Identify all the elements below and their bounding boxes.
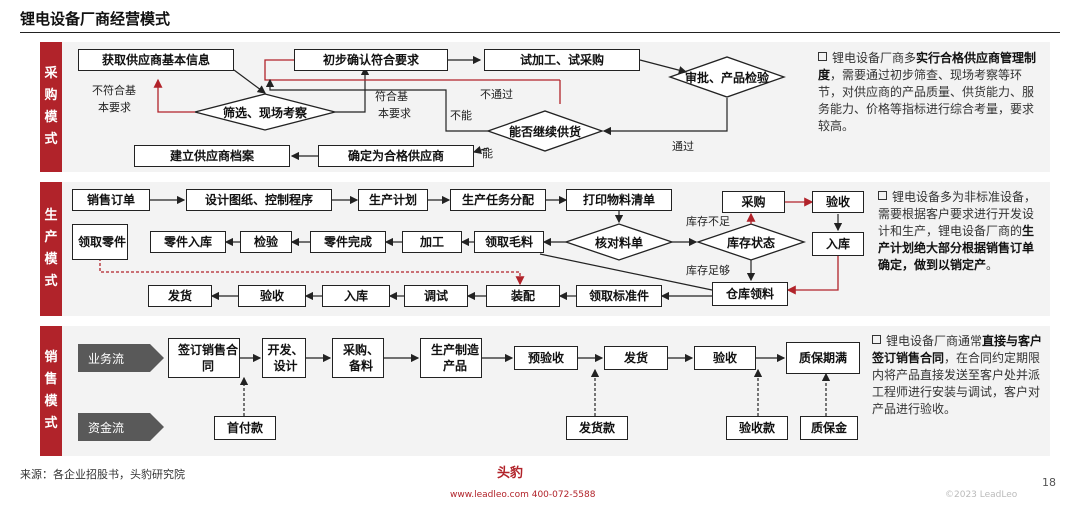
capital-flow-label: 资金流: [78, 413, 150, 441]
label-not-pass: 不通过: [480, 88, 513, 101]
box-first-payment: 首付款: [214, 416, 276, 440]
side-char: 售: [44, 372, 58, 387]
leadleo-logo: 头豹: [497, 466, 524, 481]
box-get-supplier-info: 获取供应商基本信息: [78, 49, 234, 71]
side-char: 式: [44, 274, 58, 289]
capital-flow-arrow-tip: [150, 413, 164, 441]
box-inspect: 验收: [812, 191, 864, 213]
note-text: ，需要通过初步筛查、现场考察等环节，对供应商的产品质量、供货能力、服务能力、价格…: [818, 68, 1035, 133]
bullet-icon: [878, 191, 887, 200]
box-parts-in: 零件入库: [150, 231, 226, 253]
bullet-icon: [872, 335, 881, 344]
label-meet-basic-1: 符合基: [375, 90, 408, 103]
note-text: 锂电设备多为非标准设备，需要根据客户要求进行开发设计和生产，锂电设备厂商的: [878, 190, 1037, 238]
business-flow-arrow-tip: [150, 344, 164, 372]
box-trial-purchase: 试加工、试采购: [484, 49, 640, 71]
side-char: 生: [44, 208, 58, 223]
business-flow-label: 业务流: [78, 344, 150, 372]
side-char: 购: [44, 88, 58, 103]
box-confirm-requirements: 初步确认符合要求: [294, 49, 448, 71]
box-produce: 生产制造产品: [420, 338, 482, 378]
box-warehouse: 入库: [322, 285, 390, 307]
box-accept-payment: 验收款: [726, 416, 788, 440]
box-accept: 验收: [238, 285, 306, 307]
note-bold: 直接与客户签订销售合同: [872, 334, 1043, 365]
side-char: 式: [44, 416, 58, 431]
box-production-plan: 生产计划: [358, 189, 428, 211]
box-get-standard: 领取标准件: [576, 285, 662, 307]
label-stock-enough: 库存足够: [686, 264, 730, 277]
box-check: 检验: [240, 231, 292, 253]
box-get-raw: 领取毛料: [474, 231, 544, 253]
box-sales-order: 销售订单: [72, 189, 150, 211]
diamond-continue: [486, 110, 604, 152]
label-stock-short: 库存不足: [686, 215, 730, 228]
box-qualified-supplier: 确定为合格供应商: [318, 145, 474, 167]
box-debug: 调试: [404, 285, 468, 307]
box-get-parts: 领取零件: [72, 224, 128, 260]
source-note: 来源：各企业招股书，头豹研究院: [20, 468, 185, 481]
box-sales-accept: 验收: [694, 346, 756, 370]
sales-side-label: 销 售 模 式: [40, 326, 62, 456]
note-bold: 实行合格供应商管理制度: [818, 51, 1037, 82]
side-char: 采: [44, 66, 58, 81]
procurement-note: 锂电设备厂商多实行合格供应商管理制度，需要通过初步筛查、现场考察等环节，对供应商…: [818, 50, 1040, 135]
box-task-assign: 生产任务分配: [450, 189, 546, 211]
box-pre-accept: 预验收: [514, 346, 578, 370]
diamond-screen-label: 筛选、现场考察: [222, 106, 307, 120]
box-sales-ship: 发货: [604, 346, 668, 370]
title-divider: [20, 32, 1060, 33]
box-purchase: 采购: [722, 191, 785, 213]
procurement-side-label: 采 购 模 式: [40, 42, 62, 172]
diamond-stock-state: [695, 223, 807, 261]
note-text: 。: [986, 258, 999, 272]
note-text: 锂电设备厂商通常: [886, 334, 983, 348]
diamond-check-list-label: 核对料单: [594, 236, 643, 250]
contact-info[interactable]: www.leadleo.com 400-072-5588: [450, 490, 596, 500]
box-print-bom: 打印物料清单: [566, 189, 672, 211]
box-stock-in: 入库: [812, 232, 864, 256]
box-develop-design: 开发、设计: [262, 338, 306, 378]
bullet-icon: [818, 52, 827, 61]
production-note: 锂电设备多为非标准设备，需要根据客户要求进行开发设计和生产，锂电设备厂商的生产计…: [878, 189, 1044, 274]
production-side-label: 生 产 模 式: [40, 182, 62, 316]
diamond-approve: [668, 56, 786, 98]
box-assemble: 装配: [486, 285, 560, 307]
diamond-approve-label: 审批、产品检验: [684, 71, 769, 85]
box-warranty-end: 质保期满: [786, 342, 860, 374]
label-meet-basic-2: 本要求: [378, 107, 411, 120]
box-supplier-archive: 建立供应商档案: [134, 145, 290, 167]
label-can: 能: [482, 147, 493, 160]
box-design: 设计图纸、控制程序: [186, 189, 332, 211]
note-bold: 生产计划绝大部分根据销售订单确定，做到以销定产: [878, 224, 1035, 272]
note-text: 锂电设备厂商多: [832, 51, 917, 65]
label-fail-basic-2: 本要求: [98, 101, 131, 114]
label-pass: 通过: [672, 140, 694, 153]
box-purchase-prepare: 采购、备料: [332, 338, 384, 378]
label-cannot: 不能: [450, 109, 472, 122]
box-sign-contract: 签订销售合同: [168, 338, 240, 378]
box-warranty-payment: 质保金: [800, 416, 858, 440]
diamond-stock-state-label: 库存状态: [726, 236, 775, 250]
box-ship-payment: 发货款: [566, 416, 628, 440]
box-ship: 发货: [148, 285, 212, 307]
diamond-continue-label: 能否继续供货: [508, 125, 581, 139]
box-parts-done: 零件完成: [310, 231, 386, 253]
side-char: 模: [44, 252, 58, 267]
label-fail-basic-1: 不符合基: [92, 84, 136, 97]
box-process: 加工: [402, 231, 462, 253]
side-char: 销: [44, 350, 58, 365]
sales-note: 锂电设备厂商通常直接与客户签订销售合同，在合同约定期限内将产品直接发送至客户处并…: [872, 333, 1044, 418]
note-text: ，在合同约定期限内将产品直接发送至客户处并派工程师进行安装与调试，客户对产品进行…: [872, 351, 1041, 416]
side-char: 式: [44, 132, 58, 147]
page-number: 18: [1042, 476, 1056, 489]
side-char: 模: [44, 110, 58, 125]
side-char: 产: [44, 230, 58, 245]
side-char: 模: [44, 394, 58, 409]
page-title: 锂电设备厂商经营模式: [20, 10, 171, 28]
box-warehouse-pick: 仓库领料: [712, 282, 788, 306]
copyright: ©2023 LeadLeo: [945, 490, 1018, 500]
